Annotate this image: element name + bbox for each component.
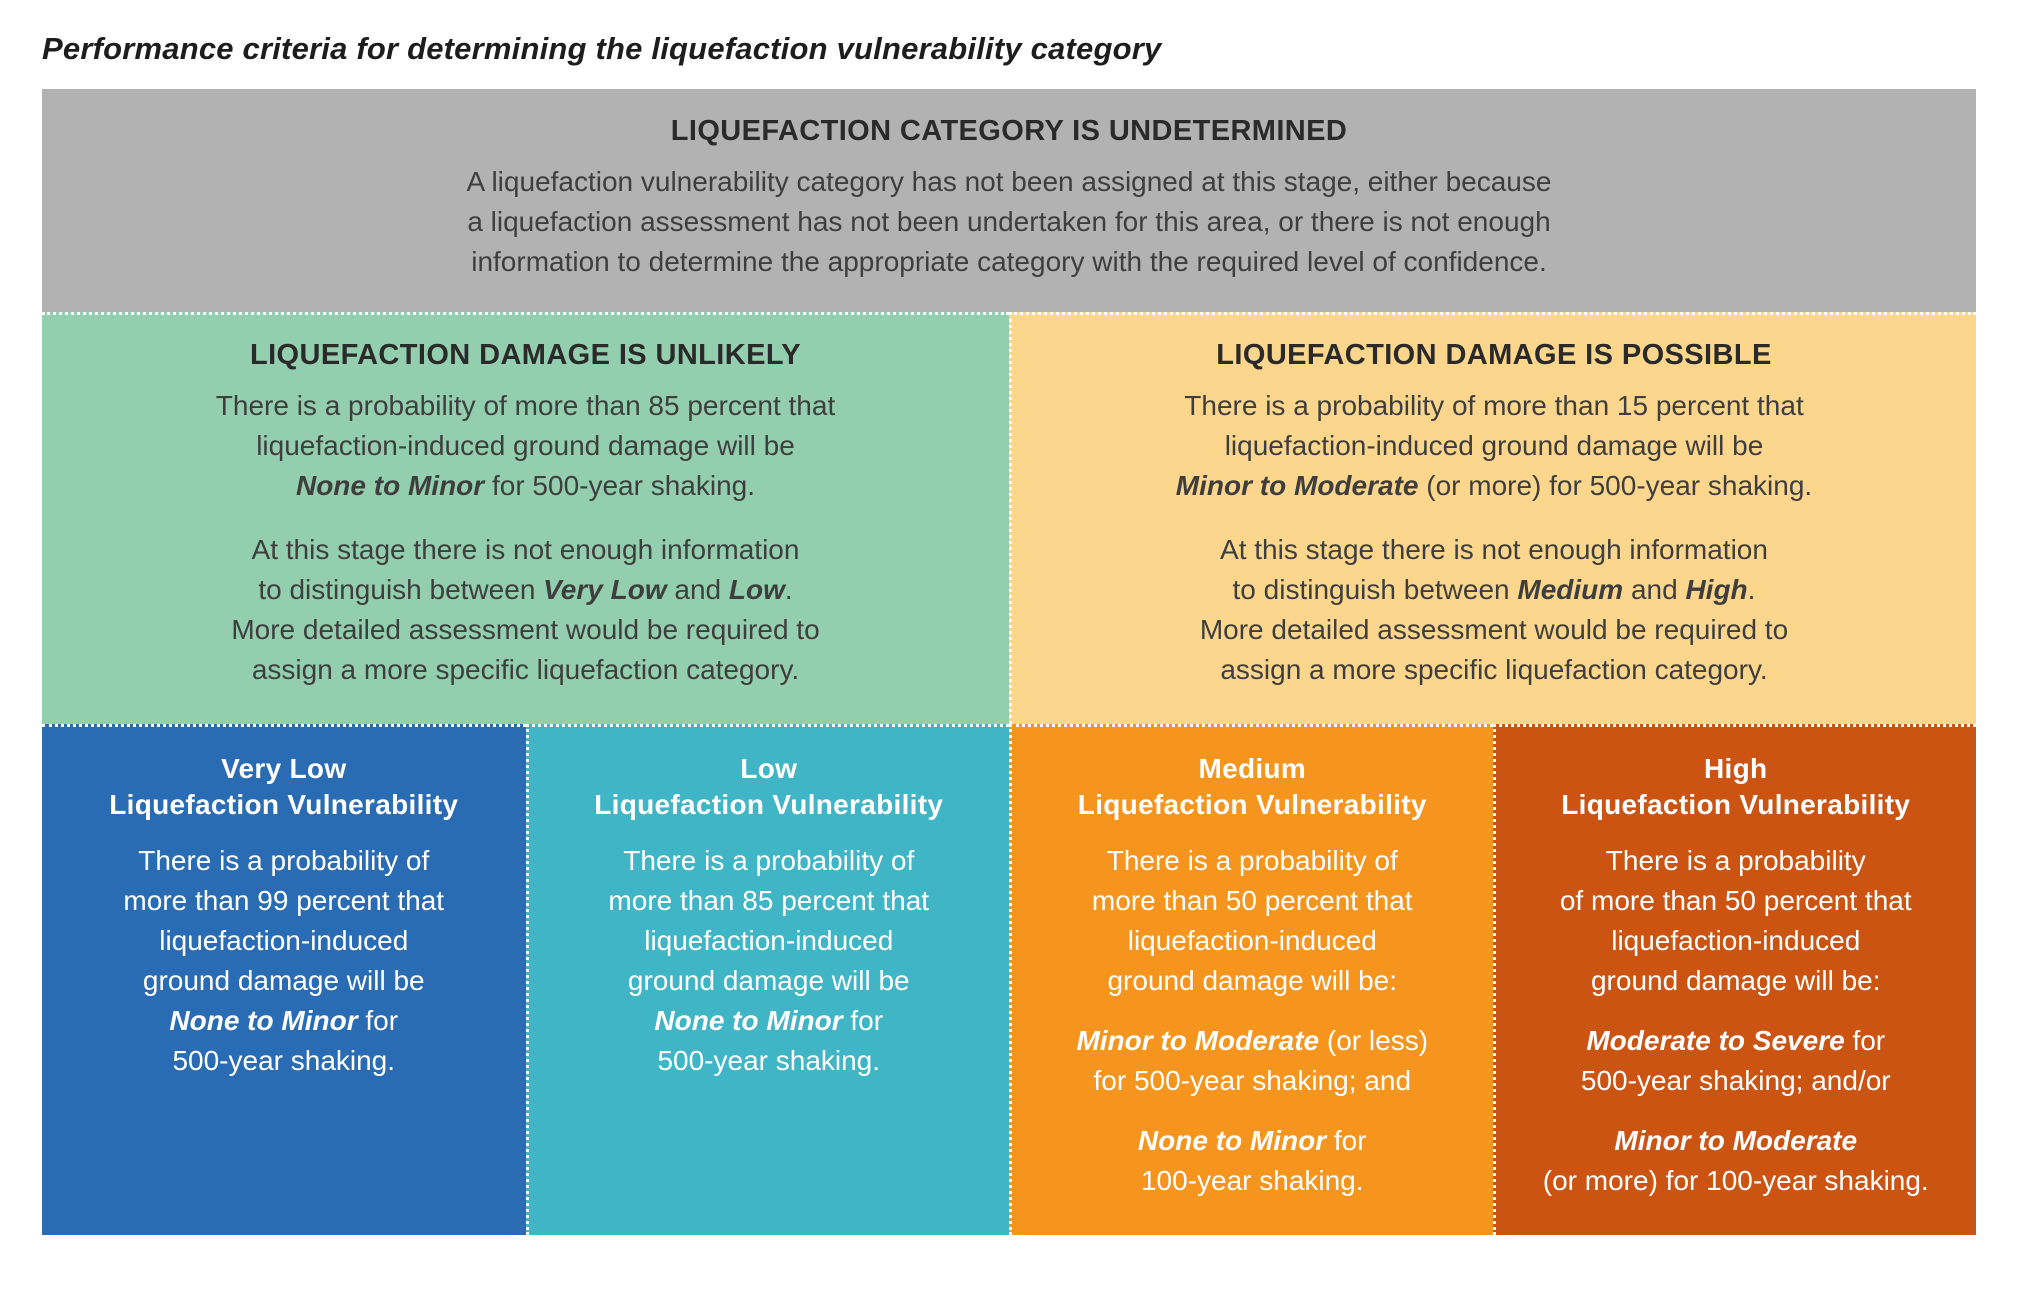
- undetermined-heading: LIQUEFACTION CATEGORY IS UNDETERMINED: [670, 115, 1348, 148]
- figure: Performance criteria for determining the…: [42, 31, 1976, 1236]
- category-title: Very Low: [221, 753, 347, 785]
- undetermined-cell: LIQUEFACTION CATEGORY IS UNDETERMINED A …: [42, 89, 1976, 313]
- possible-heading: LIQUEFACTION DAMAGE IS POSSIBLE: [1216, 339, 1772, 372]
- page-title: Performance criteria for determining the…: [42, 31, 1162, 66]
- unlikely-paragraph-2: At this stage there is not enough inform…: [231, 534, 820, 686]
- possible-cell: LIQUEFACTION DAMAGE IS POSSIBLE There is…: [1009, 312, 1976, 725]
- unlikely-cell: LIQUEFACTION DAMAGE IS UNLIKELY There is…: [42, 312, 1009, 725]
- category-subtitle: Liquefaction Vulnerability: [594, 789, 944, 821]
- category-title: Low: [740, 753, 798, 785]
- category-subtitle: Liquefaction Vulnerability: [1561, 789, 1911, 821]
- category-paragraph: Minor to Moderate (or less)for 500-year …: [1076, 1025, 1429, 1097]
- undetermined-body: A liquefaction vulnerability category ha…: [466, 166, 1552, 278]
- liquefaction-matrix: LIQUEFACTION CATEGORY IS UNDETERMINED A …: [42, 89, 1976, 1236]
- category-subtitle: Liquefaction Vulnerability: [109, 789, 459, 821]
- category-title: Medium: [1198, 753, 1307, 785]
- category-paragraph: Minor to Moderate(or more) for 100-year …: [1542, 1125, 1929, 1197]
- unlikely-heading: LIQUEFACTION DAMAGE IS UNLIKELY: [249, 339, 802, 372]
- category-subtitle: Liquefaction Vulnerability: [1077, 789, 1427, 821]
- category-title: High: [1704, 753, 1768, 785]
- possible-paragraph-1: There is a probability of more than 15 p…: [1175, 390, 1813, 502]
- possible-paragraph-2: At this stage there is not enough inform…: [1199, 534, 1789, 686]
- unlikely-paragraph-1: There is a probability of more than 85 p…: [215, 390, 836, 502]
